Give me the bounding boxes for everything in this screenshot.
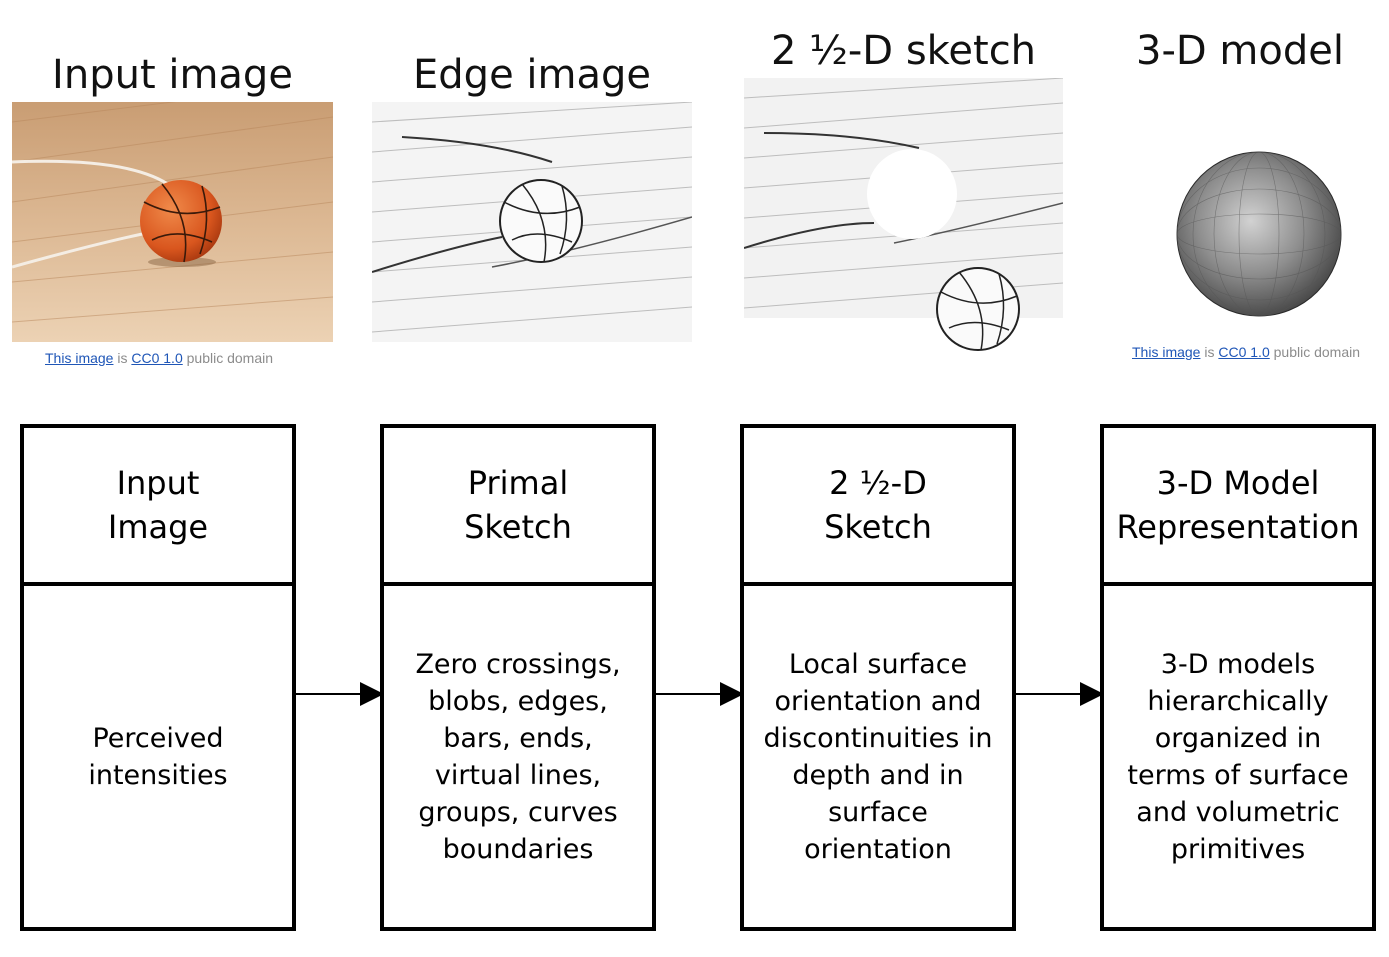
stage-body-line: orientation xyxy=(804,833,952,865)
stage-primal-sketch: Primal Sketch Zero crossings, blobs, edg… xyxy=(380,424,656,931)
stage-body: Local surface orientation and discontinu… xyxy=(744,586,1012,927)
model3d-image xyxy=(1175,150,1343,318)
input-image-photo xyxy=(12,102,333,342)
stage-input-image: Input Image Perceived intensities xyxy=(20,424,296,931)
stage-body-line: surface xyxy=(828,796,928,828)
this-image-link-2[interactable]: This image xyxy=(1132,344,1201,360)
stage-body-line: Zero crossings, xyxy=(415,648,621,680)
stage-25d-sketch: 2 ½-D Sketch Local surface orientation a… xyxy=(740,424,1016,931)
credit-tail-2: public domain xyxy=(1273,344,1361,360)
stage-head: 3-D Model Representation xyxy=(1104,428,1372,586)
model3d-credit: This image is CC0 1.0 public domain xyxy=(1132,344,1360,360)
sketch25-title: 2 ½-D sketch xyxy=(770,28,1037,74)
stage-head: 2 ½-D Sketch xyxy=(744,428,1012,586)
stage-body-line: hierarchically xyxy=(1147,685,1329,717)
stage-body-line: terms of surface xyxy=(1127,759,1349,791)
stage-head-line: Input xyxy=(116,464,200,502)
stage-3d-model: 3-D Model Representation 3-D models hier… xyxy=(1100,424,1376,931)
sketch25-image xyxy=(744,78,1063,318)
input-image-credit: This image is CC0 1.0 public domain xyxy=(45,350,273,366)
sketch25-ball xyxy=(935,264,1021,354)
stage-body-line: groups, curves xyxy=(418,796,618,828)
model3d-title: 3-D model xyxy=(1136,28,1344,74)
stage-body: 3-D models hierarchically organized in t… xyxy=(1104,586,1372,927)
stage-head-line: 3-D Model xyxy=(1156,464,1320,502)
stage-body-line: depth and in xyxy=(792,759,964,791)
sketch-ball-icon xyxy=(936,267,1020,351)
stage-body-line: primitives xyxy=(1170,833,1306,865)
edge-sketch xyxy=(372,102,692,342)
stage-head-line: 2 ½-D xyxy=(829,464,927,502)
credit-tail: public domain xyxy=(186,350,274,366)
stage-body-line: and volumetric xyxy=(1136,796,1340,828)
stage-body: Perceived intensities xyxy=(24,586,292,927)
stage-head-line: Image xyxy=(107,508,209,546)
input-image-title: Input image xyxy=(52,52,293,98)
credit-is-2: is xyxy=(1204,344,1215,360)
stage-body-line: orientation and xyxy=(774,685,982,717)
stage-body-line: intensities xyxy=(88,759,228,791)
stage-head-line: Sketch xyxy=(464,508,572,546)
stage-head-line: Representation xyxy=(1116,508,1360,546)
cc0-link-2[interactable]: CC0 1.0 xyxy=(1218,344,1270,360)
stage-body-line: bars, ends, xyxy=(443,722,593,754)
basketball-photo xyxy=(12,102,333,342)
stage-body-line: virtual lines, xyxy=(434,759,602,791)
stage-head: Input Image xyxy=(24,428,292,586)
stage-body-line: discontinuities in xyxy=(763,722,993,754)
cc0-link[interactable]: CC0 1.0 xyxy=(131,350,183,366)
this-image-link[interactable]: This image xyxy=(45,350,114,366)
stage-body-line: Local surface xyxy=(788,648,968,680)
credit-is: is xyxy=(117,350,128,366)
stage-body-line: blobs, edges, xyxy=(428,685,608,717)
stage-body-line: 3-D models xyxy=(1160,648,1316,680)
stage-body: Zero crossings, blobs, edges, bars, ends… xyxy=(384,586,652,927)
stage-body-line: organized in xyxy=(1154,722,1322,754)
stage-body-line: Perceived xyxy=(92,722,224,754)
edge-image xyxy=(372,102,692,342)
sphere-model xyxy=(1176,151,1342,317)
stage-head-line: Sketch xyxy=(824,508,932,546)
edge-image-title: Edge image xyxy=(413,52,651,98)
stage-head-line: Primal xyxy=(467,464,569,502)
stage-body-line: boundaries xyxy=(442,833,594,865)
sketch25-drawing xyxy=(744,78,1063,318)
stage-head: Primal Sketch xyxy=(384,428,652,586)
